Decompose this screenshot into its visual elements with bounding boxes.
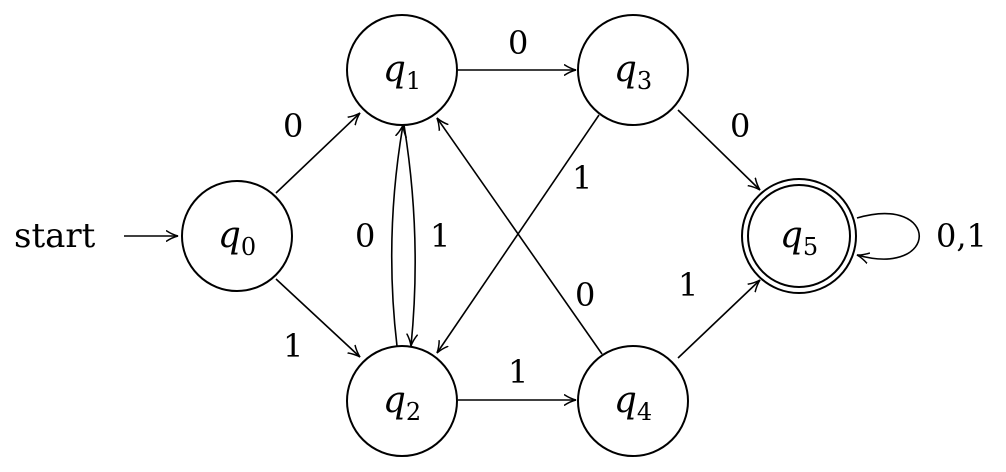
edge-label-q3-q5: 0 [730,107,750,145]
edge-label-q2-q1: 0 [355,217,375,255]
state-q0: q0 [181,180,293,292]
state-q3-name: q [614,49,637,90]
edge-q0-q1 [275,113,360,194]
edge-q3-q5 [677,109,760,190]
svg-text:q5: q5 [780,215,818,261]
state-q2-subscript: 2 [406,398,421,426]
start-label: start [14,216,96,256]
state-q1-name: q [383,49,406,90]
state-q5-name: q [780,215,803,256]
accepting-ring [747,184,851,288]
state-q5: q5 [741,178,857,294]
svg-text:q0: q0 [218,215,256,261]
state-q5-subscript: 5 [803,233,818,261]
state-q2: q2 [346,345,458,457]
edge-label-q2-q4: 1 [508,353,528,391]
svg-text:q3: q3 [614,49,652,95]
state-q0-subscript: 0 [241,233,256,261]
edge-label-q4-q5: 1 [678,266,698,304]
state-q2-name: q [383,380,406,421]
state-q1: q1 [346,14,458,126]
state-q4: q4 [577,345,689,457]
edge-label-q3-q2: 1 [572,159,592,197]
svg-text:q1: q1 [383,49,421,95]
edge-q0-q2 [275,278,360,357]
edge-q5-q5 [857,212,920,259]
state-q3: q3 [577,14,689,126]
edge-q2-q1 [390,125,403,347]
transition-labels: 0 1 0 1 0 1 0 1 0 1 0,1 [283,24,987,391]
state-q4-subscript: 4 [637,398,652,426]
edge-label-q0-q2: 1 [283,327,303,365]
edge-label-q1-q2: 1 [430,217,450,255]
state-q0-name: q [218,215,241,256]
edge-label-q1-q3: 0 [508,24,528,62]
state-q1-subscript: 1 [406,67,421,95]
transitions [275,70,920,400]
edge-label-q5-q5: 0,1 [936,217,987,255]
state-q4-name: q [614,380,637,421]
edge-q4-q1 [437,118,603,355]
svg-text:q2: q2 [383,380,421,426]
state-q3-subscript: 3 [637,67,652,95]
edge-q1-q2 [403,124,415,346]
edge-q4-q5 [677,280,760,359]
edge-label-q4-q1: 0 [575,276,595,314]
edge-label-q0-q1: 0 [283,107,303,145]
svg-text:q4: q4 [614,380,652,426]
